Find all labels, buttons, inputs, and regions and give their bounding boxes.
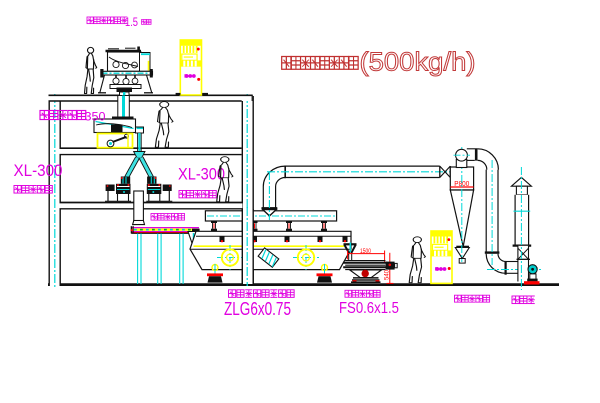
- svg-text:540: 540: [384, 269, 391, 280]
- svg-text:XL-300: XL-300: [14, 161, 63, 180]
- svg-text:1500: 1500: [360, 248, 371, 255]
- svg-text:P800: P800: [454, 181, 469, 188]
- svg-text:XL-300: XL-300: [178, 165, 225, 184]
- svg-text:350: 350: [85, 110, 106, 124]
- svg-text:ZLG6x0.75: ZLG6x0.75: [224, 299, 291, 319]
- svg-text:1.5: 1.5: [125, 17, 138, 29]
- svg-text:FS0.6x1.5: FS0.6x1.5: [339, 300, 399, 317]
- svg-text:(500kg/h): (500kg/h): [360, 47, 476, 77]
